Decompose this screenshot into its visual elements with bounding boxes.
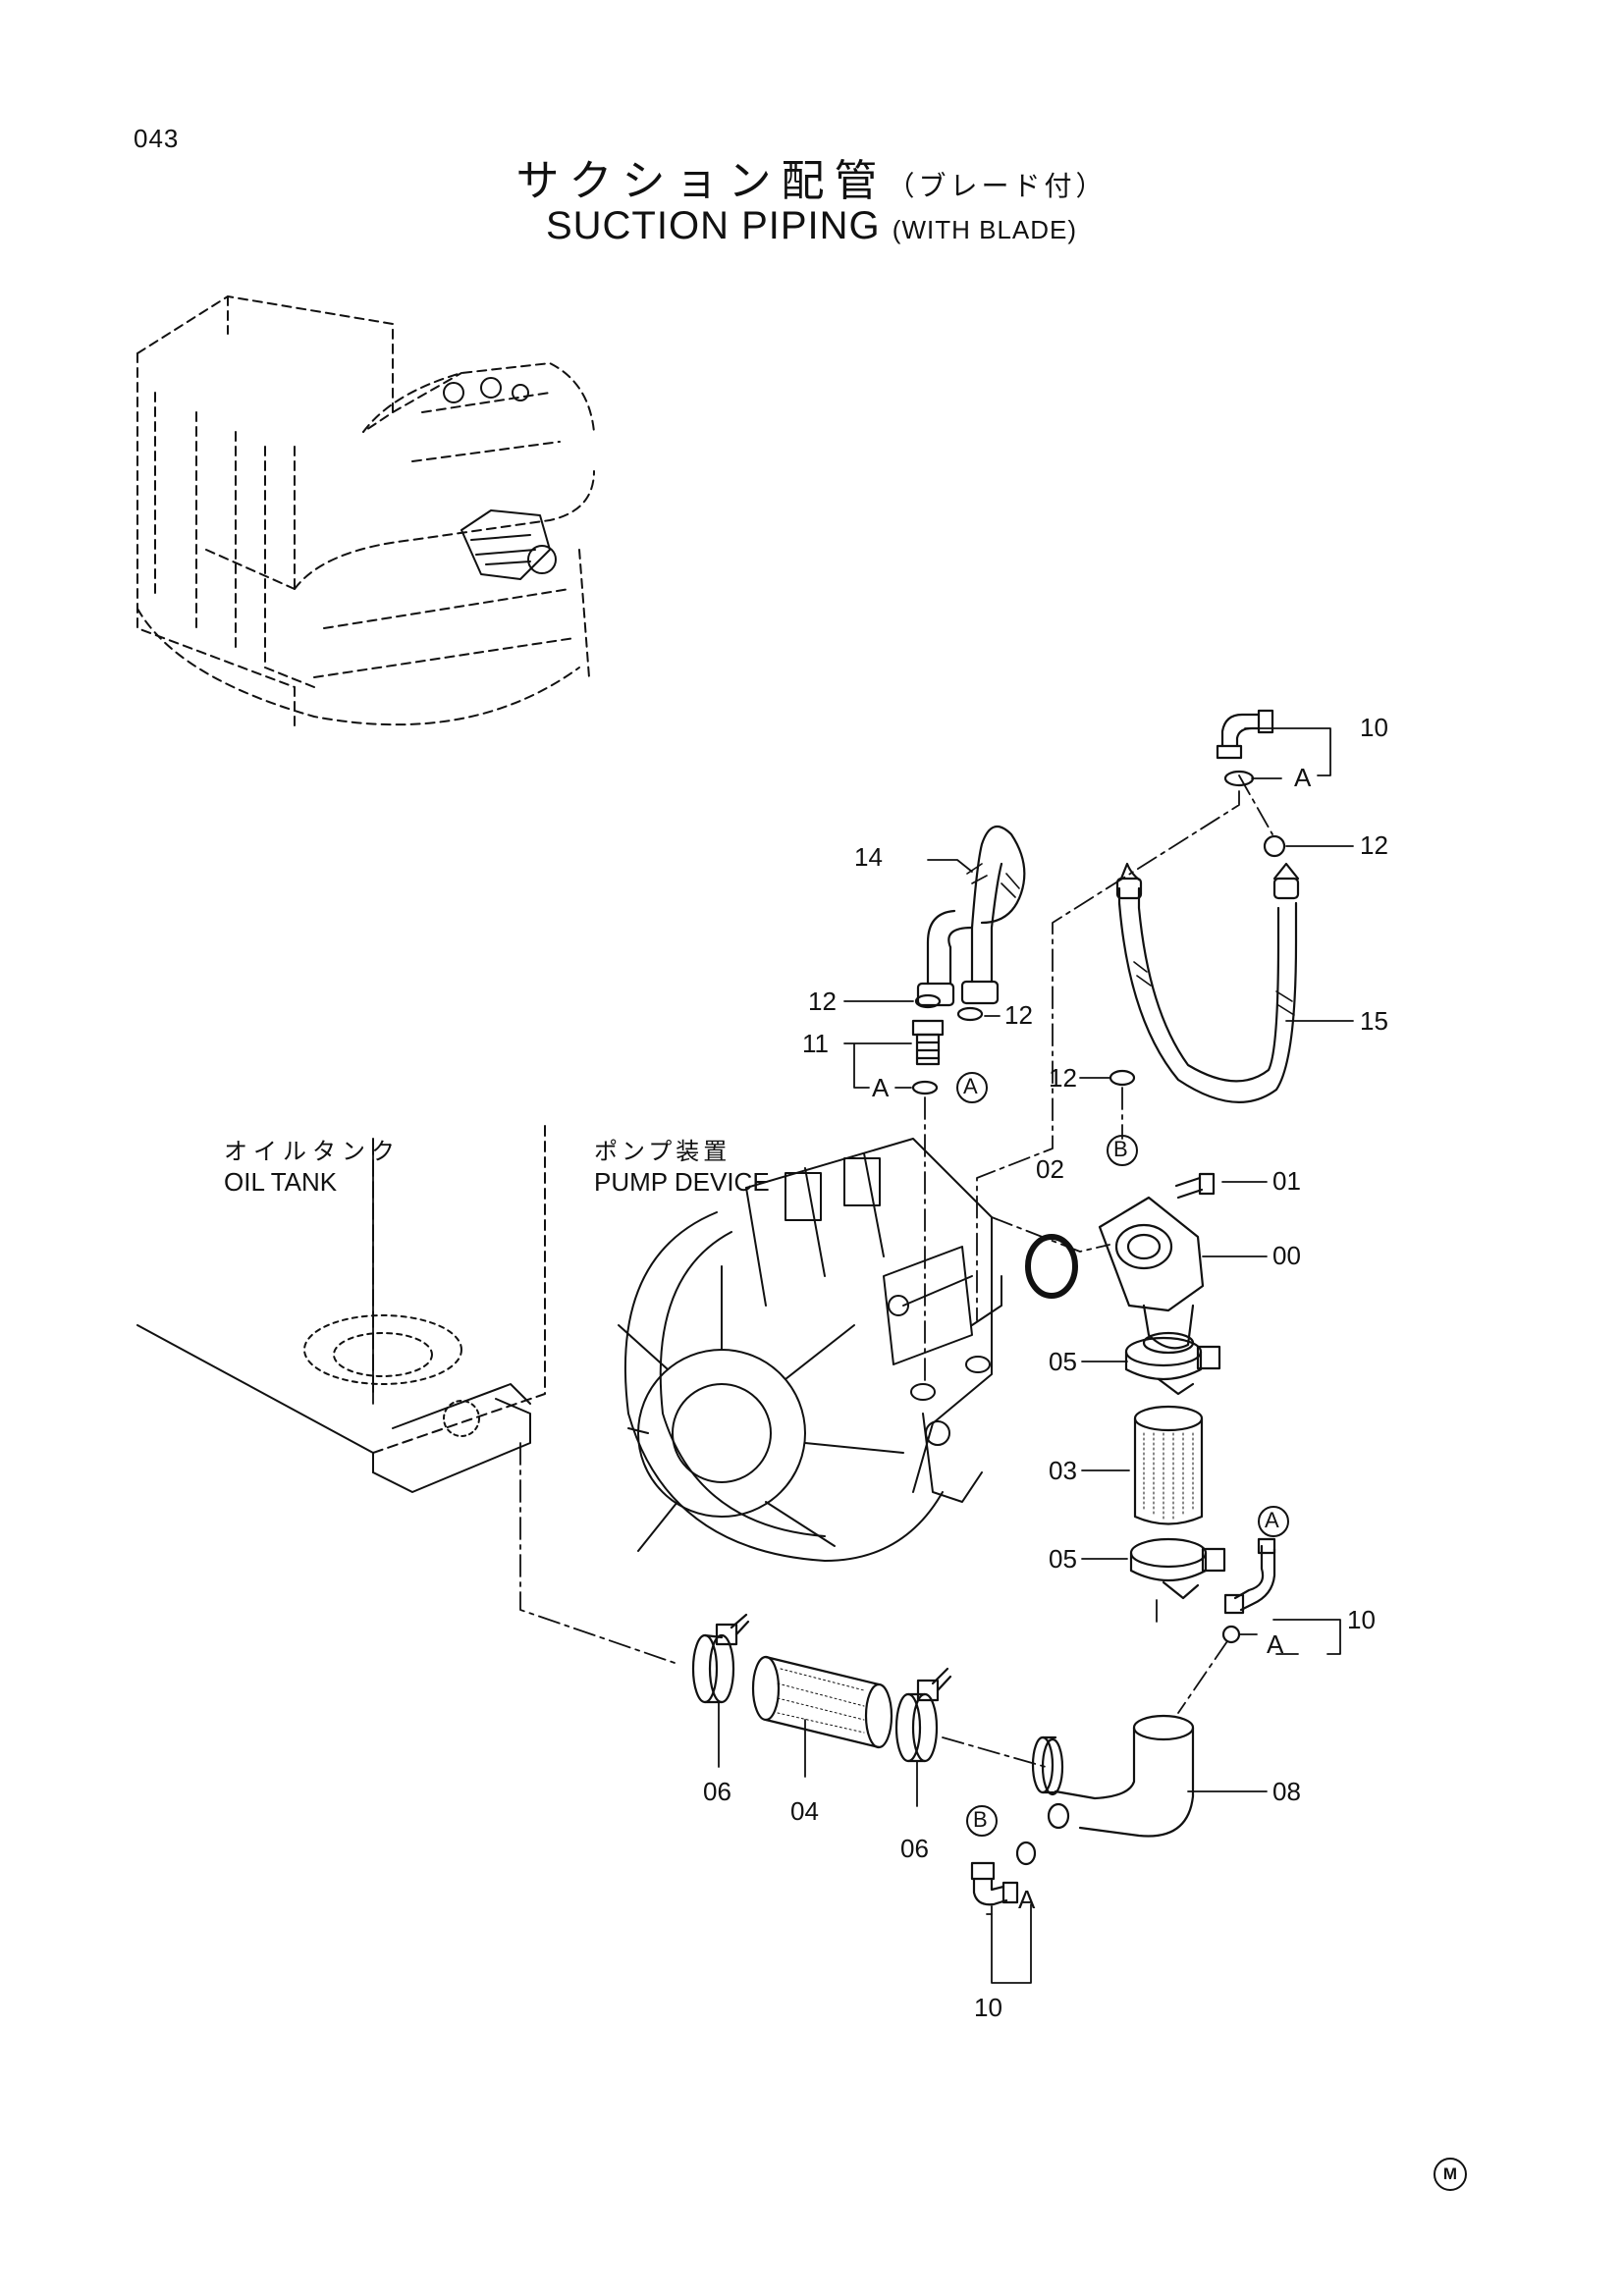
- elbow-10-right: [1223, 1537, 1276, 1615]
- part-label-06: 06: [703, 1777, 731, 1806]
- title-english: SUCTION PIPING (WITH BLADE): [0, 204, 1623, 248]
- connection-mark-a: A: [1267, 1629, 1284, 1659]
- elbow-10-bottom: [970, 1861, 1019, 1906]
- part-label-14: 14: [854, 842, 883, 872]
- pump-device-label-en: PUMP DEVICE: [594, 1167, 770, 1197]
- leader-lines: [372, 727, 1354, 1984]
- page-number: 043: [134, 124, 180, 153]
- adapter-11: [911, 1019, 945, 1066]
- part-label-04: 04: [790, 1796, 819, 1826]
- o-rings: [911, 770, 1286, 1866]
- part-label-12: 12: [1360, 830, 1388, 860]
- excavator-overview: [136, 295, 595, 727]
- connection-mark-a: A: [1294, 763, 1312, 792]
- connection-mark-a: A: [1018, 1885, 1036, 1914]
- elbow-10-top: [1216, 709, 1274, 760]
- clamp-06-right: [894, 1667, 952, 1763]
- hose-15: [1115, 862, 1300, 1103]
- hose-03: [1133, 1405, 1204, 1525]
- title-english-main: SUCTION PIPING: [545, 204, 881, 247]
- title-japanese: サクション配管（ブレード付）: [0, 145, 1623, 208]
- manufacturer-mark: M: [1434, 2158, 1467, 2191]
- pump-device-callout: ポンプ装置 PUMP DEVICE: [594, 1137, 770, 1199]
- part-label-03: 03: [1049, 1456, 1077, 1485]
- part-label-12: 12: [808, 987, 837, 1016]
- connection-lines: [519, 774, 1273, 1768]
- part-label-11: 11: [802, 1029, 829, 1058]
- title-japanese-main: サクション配管: [515, 156, 888, 206]
- oil-tank-callout: オイルタンク OIL TANK: [224, 1137, 401, 1199]
- circled-marks: [956, 1072, 1289, 1837]
- part-label-10: 10: [974, 1993, 1002, 2022]
- oil-tank-label-jp: オイルタンク: [224, 1138, 401, 1165]
- hose-04: [751, 1655, 893, 1749]
- clamp-05-upper: [1124, 1336, 1221, 1396]
- elbow-08: [1031, 1714, 1195, 1838]
- part-label-12: 12: [1049, 1063, 1077, 1093]
- title-english-sub: (WITH BLADE): [892, 215, 1078, 244]
- part-label-08: 08: [1272, 1777, 1301, 1806]
- o-ring-02: [1025, 1234, 1078, 1299]
- pump-device: [618, 1138, 1002, 1562]
- connection-mark-b-circled: B: [1113, 1137, 1128, 1161]
- part-label-01: 01: [1272, 1166, 1301, 1196]
- part-label-10: 10: [1360, 713, 1388, 742]
- part-label-00: 00: [1272, 1241, 1301, 1270]
- flange-00: [1098, 1196, 1205, 1355]
- clamp-06-left: [691, 1613, 750, 1704]
- clamp-05-lower: [1129, 1537, 1226, 1600]
- part-label-15: 15: [1360, 1006, 1388, 1036]
- part-label-12: 12: [1004, 1000, 1033, 1030]
- part-label-05: 05: [1049, 1544, 1077, 1574]
- bolt-01: [1174, 1172, 1216, 1200]
- excavator-engine-detail: [443, 377, 557, 580]
- connection-mark-a: A: [872, 1073, 890, 1102]
- pump-device-label-jp: ポンプ装置: [594, 1138, 731, 1165]
- connection-mark-b-circled: B: [973, 1807, 988, 1832]
- part-label-05: 05: [1049, 1347, 1077, 1376]
- connection-mark-a-circled: A: [963, 1074, 978, 1098]
- part-label-06: 06: [900, 1834, 929, 1863]
- title-japanese-sub: （ブレード付）: [887, 170, 1108, 202]
- hose-14: [916, 825, 1026, 1007]
- part-label-10: 10: [1347, 1605, 1376, 1634]
- connection-mark-a-circled: A: [1265, 1508, 1279, 1532]
- oil-tank-label-en: OIL TANK: [224, 1167, 338, 1197]
- part-label-02: 02: [1036, 1154, 1064, 1184]
